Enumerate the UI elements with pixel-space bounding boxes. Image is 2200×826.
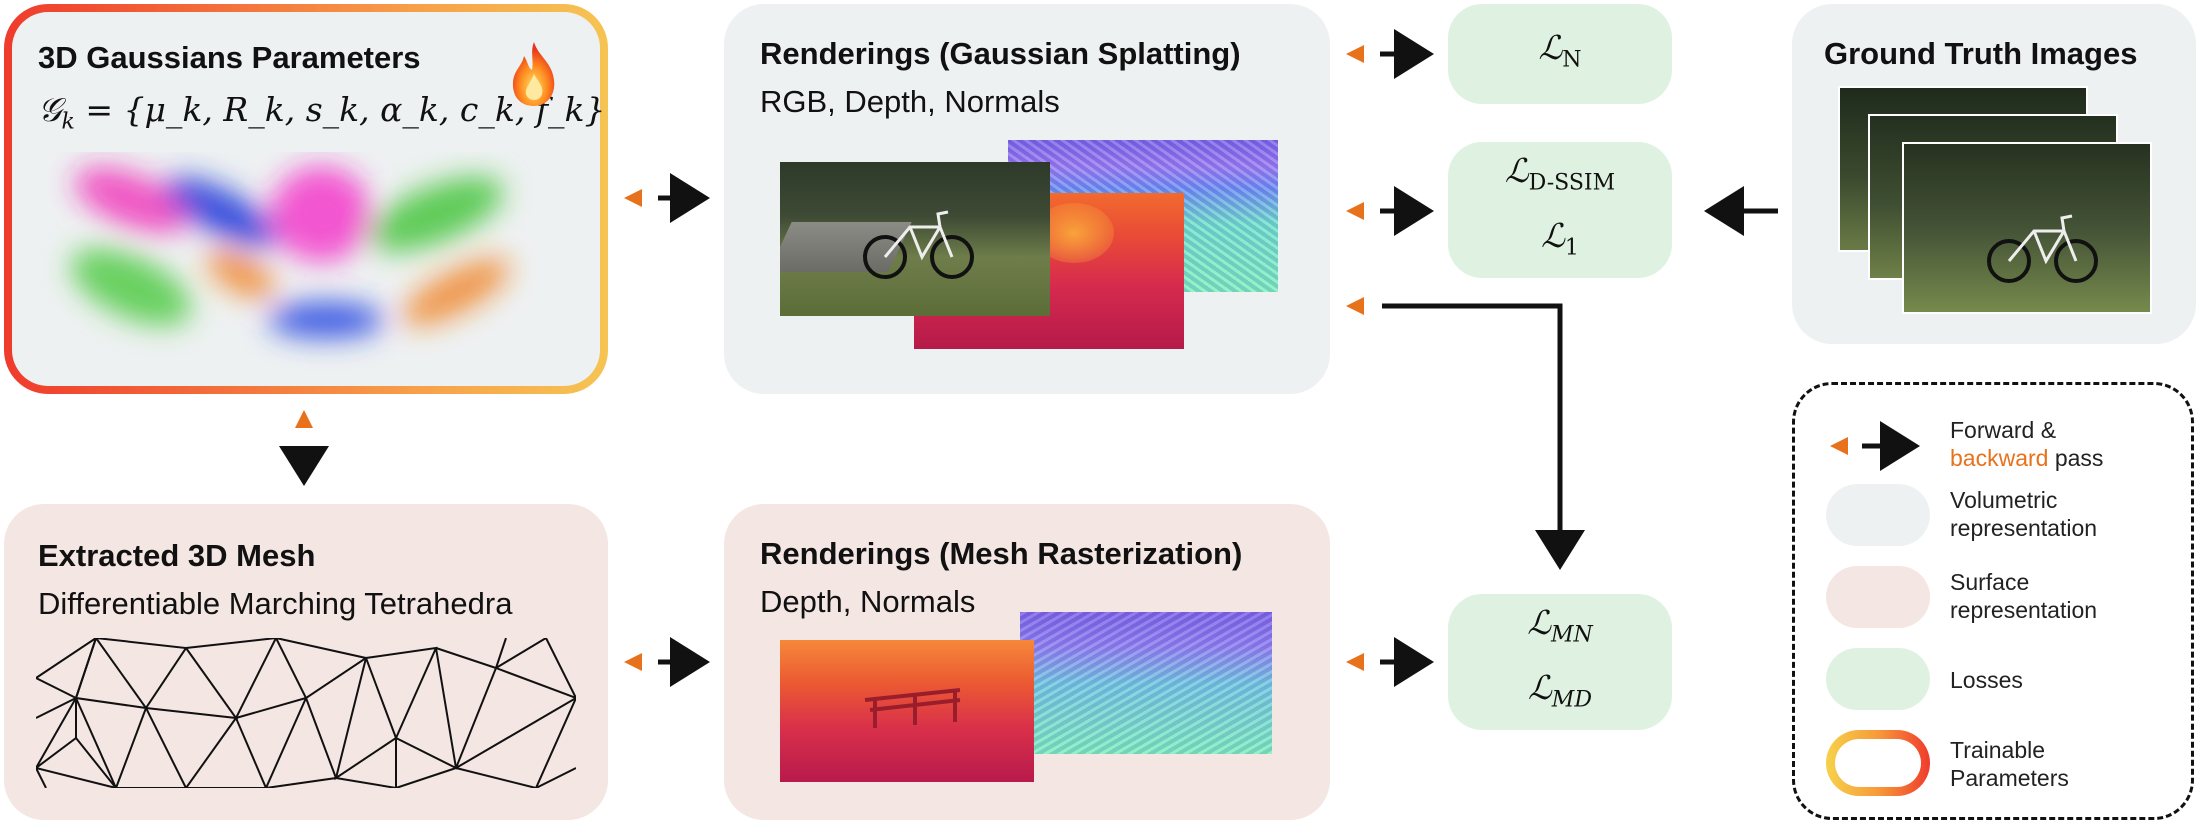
legend-pass-line1: Forward &: [1950, 417, 2057, 443]
legend-surface-swatch: [1826, 566, 1930, 628]
loss-normal-sub: N: [1562, 47, 1582, 73]
mesh-normals-noise: [1020, 612, 1272, 754]
render-mesh-subtitle: Depth, Normals: [760, 584, 976, 619]
legend-trainable-2: Parameters: [1950, 765, 2069, 791]
backward-arrow-gaussians: [295, 410, 313, 428]
legend-trainable-1: Trainable: [1950, 737, 2046, 763]
gaussians-box: 3D Gaussians Parameters 𝒢k = {μ_k, R_k, …: [4, 4, 608, 394]
legend-backward-arrow: [1830, 437, 1848, 455]
backward-arrow-mesh-render: [624, 653, 642, 671]
blob-blue-left: [165, 177, 277, 247]
loss-l1-sym: ℒ: [1541, 216, 1565, 255]
legend-volumetric-2: representation: [1950, 515, 2098, 541]
legend-trainable-text: Trainable Parameters: [1950, 736, 2069, 792]
legend-trainable-swatch-inner: [1835, 739, 1921, 787]
render-mesh-depth: [780, 640, 1034, 782]
loss-dssim: ℒD-SSIM: [1505, 145, 1615, 210]
bicycle-icon: [863, 210, 974, 279]
loss-mn-sub: MN: [1551, 623, 1593, 648]
render-gs-title: Renderings (Gaussian Splatting): [760, 36, 1241, 71]
blob-magenta-left: [74, 167, 188, 233]
loss-normal-box: ℒN: [1448, 4, 1672, 104]
loss-mesh-box: ℒMN ℒMD: [1448, 594, 1672, 730]
legend-volumetric-text: Volumetric representation: [1950, 486, 2097, 542]
render-mesh-normals: [1020, 612, 1272, 754]
legend-surface-1: Surface: [1950, 569, 2030, 595]
backward-arrow-loss-mesh: [1346, 653, 1364, 671]
loss-photometric-box: ℒD-SSIM ℒ1: [1448, 142, 1672, 278]
legend-losses-text: Losses: [1950, 667, 2023, 693]
render-mesh-title: Renderings (Mesh Rasterization): [760, 536, 1243, 571]
gaussians-title: 3D Gaussians Parameters: [38, 40, 421, 75]
loss-mn: ℒMN: [1527, 597, 1593, 662]
mesh-box: Extracted 3D Mesh Differentiable Marchin…: [4, 504, 608, 820]
legend-pass-line2: backward pass: [1950, 444, 2103, 472]
formula-sub: k: [61, 109, 75, 135]
loss-mn-sym: ℒ: [1527, 603, 1551, 643]
blob-green-right: [368, 176, 504, 252]
legend-backward-word: backward: [1950, 445, 2049, 471]
loss-l1-sub: 1: [1564, 235, 1579, 261]
loss-md-sym: ℒ: [1528, 668, 1552, 707]
fire-icon: [512, 42, 555, 106]
blob-orange-left: [206, 249, 276, 299]
loss-md-sub: MD: [1551, 687, 1592, 713]
mesh-wireframe: [36, 638, 576, 788]
formula-lhs: 𝒢: [38, 90, 62, 129]
blob-orange-right: [402, 258, 510, 326]
legend-trainable-swatch: [1826, 730, 1930, 796]
legend-pass-rest: pass: [2048, 445, 2104, 471]
loss-dssim-sub: D-SSIM: [1528, 171, 1616, 196]
blob-green-left: [70, 248, 192, 326]
legend-surface-text: Surface representation: [1950, 568, 2097, 624]
legend-surface-2: representation: [1950, 597, 2098, 623]
loss-dssim-sym: ℒ: [1504, 151, 1529, 191]
legend-box: [1792, 382, 2194, 820]
blob-magenta-center: [271, 166, 371, 262]
loss-normal: ℒN: [1538, 22, 1581, 87]
gaussian-blobs: [70, 166, 510, 338]
legend-volumetric-1: Volumetric: [1950, 487, 2058, 513]
render-gs-rgb: [780, 162, 1050, 316]
loss-normal-sym: ℒ: [1538, 27, 1563, 67]
bench-icon: [864, 688, 961, 728]
loss-l1: ℒ1: [1541, 210, 1579, 275]
backward-arrow-gs: [624, 189, 642, 207]
gt-title: Ground Truth Images: [1824, 36, 2138, 71]
mesh-subtitle: Differentiable Marching Tetrahedra: [38, 586, 513, 621]
legend-volumetric-swatch: [1826, 484, 1930, 546]
blob-blue-bottom: [268, 302, 384, 338]
backward-arrow-loss-photo: [1346, 202, 1364, 220]
legend-pass-text: Forward & backward pass: [1950, 416, 2103, 472]
forward-arrow-to-mesh-loss: [1382, 303, 1585, 570]
legend-losses-swatch: [1826, 648, 1930, 710]
gaussians-box-inner: 3D Gaussians Parameters 𝒢k = {μ_k, R_k, …: [12, 12, 606, 386]
backward-arrow-loss-mesh-branch: [1346, 297, 1364, 315]
render-gs-subtitle: RGB, Depth, Normals: [760, 84, 1060, 119]
mesh-title: Extracted 3D Mesh: [38, 538, 316, 573]
loss-md: ℒMD: [1528, 662, 1592, 727]
backward-arrow-loss-n: [1346, 45, 1364, 63]
gt-bicycle-icon: [1987, 214, 2098, 283]
gt-image-front: [1902, 142, 2152, 314]
